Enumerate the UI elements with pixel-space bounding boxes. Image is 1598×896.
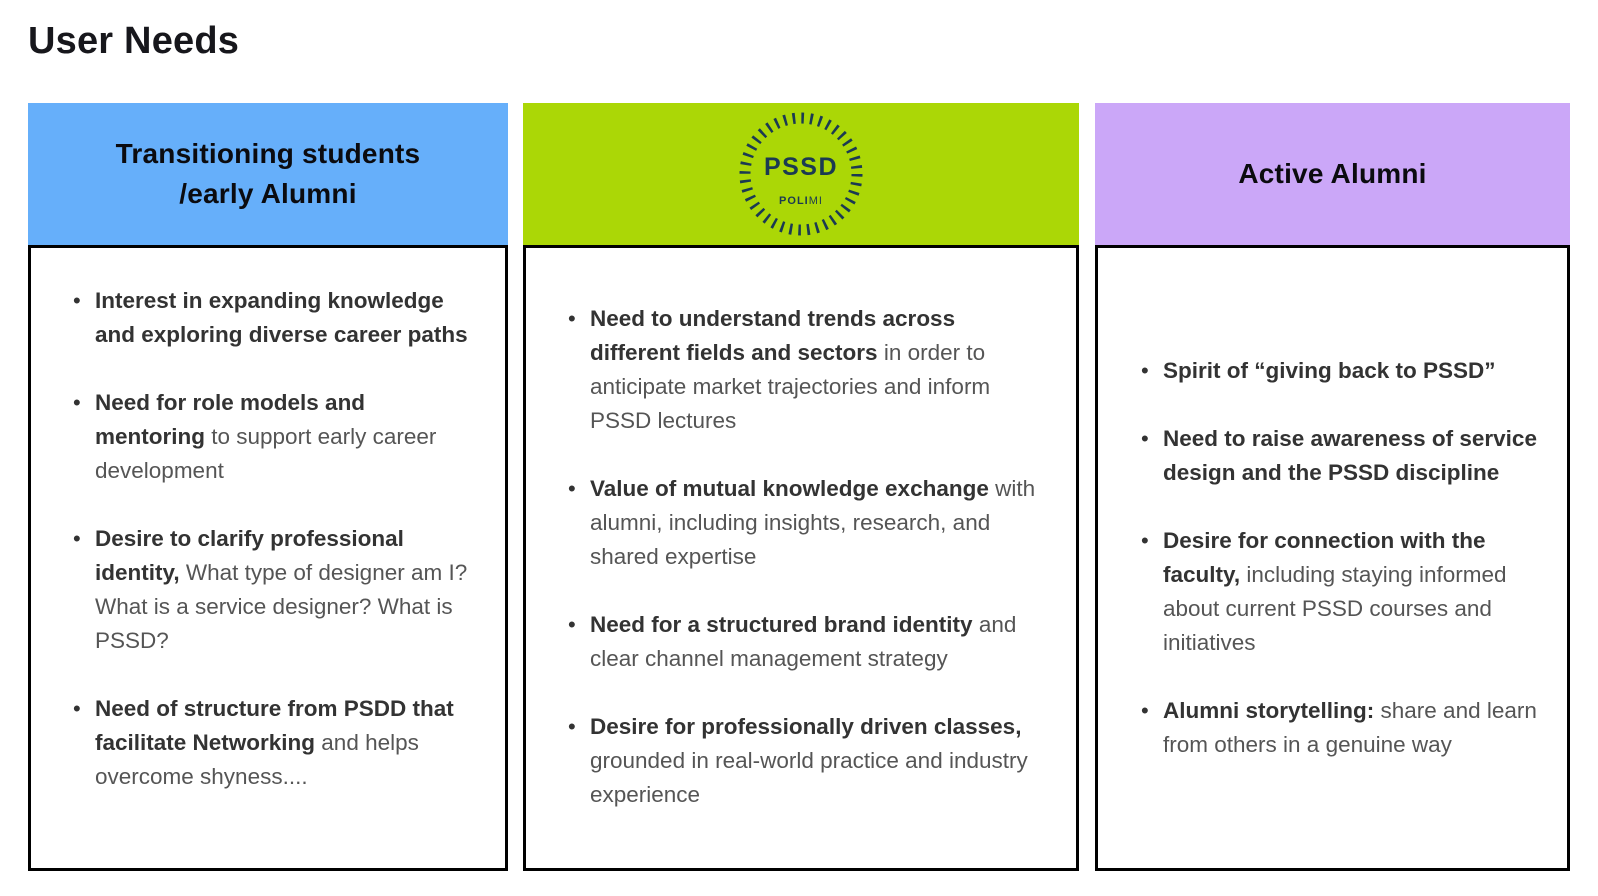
column-body-pssd: • Need to understand trends across differ… (523, 245, 1079, 871)
dashed-ring-icon (739, 112, 863, 236)
bullet-list: • Spirit of “giving back to PSSD” • Need t… (1141, 354, 1541, 762)
bullet-item: • Need for a structured brand identity an… (568, 608, 1050, 676)
bullet-text: Alumni storytelling: share and learn fro… (1163, 694, 1541, 762)
bullet-regular-text: with alumni, including insights, researc… (590, 476, 1036, 569)
bullet-text: Desire to clarify professional identity,… (95, 522, 479, 658)
bullet-list: • Interest in expanding knowledge and exp… (73, 284, 479, 794)
bullet-bold-text: Need of structure from PSDD that facilit… (95, 696, 454, 755)
bullet-bold-text: Need for role models and mentoring (95, 390, 366, 449)
bullet-text: Need to raise awareness of service desig… (1163, 422, 1541, 490)
logo-subtext-bold: POLI (779, 195, 809, 207)
bullet-dot-icon: • (73, 288, 81, 313)
bullet-dot-icon: • (568, 476, 576, 501)
page-title: User Needs (28, 20, 240, 62)
bullet-regular-text: including staying informed about current… (1163, 562, 1507, 655)
bullet-dot-icon: • (568, 306, 576, 331)
bullet-bold-text: Desire for connection with the faculty, (1163, 528, 1486, 587)
column-header-transitioning-students: Transitioning students /early Alumni (28, 103, 508, 245)
bullet-dot-icon: • (73, 696, 81, 721)
bullet-regular-text: What type of designer am I? What is a se… (95, 560, 468, 653)
pssd-polimi-logo: PSSD POLIMI (734, 107, 868, 241)
bullet-bold-text: Alumni storytelling: (1163, 698, 1375, 723)
columns-board: Transitioning students /early Alumni • In… (28, 103, 1570, 871)
column-header-active-alumni: Active Alumni (1095, 103, 1570, 245)
bullet-text: Need to understand trends across differe… (590, 302, 1050, 438)
bullet-regular-text: share and learn from others in a genuine… (1163, 698, 1537, 757)
bullet-text: Need of structure from PSDD that facilit… (95, 692, 479, 794)
column-body-transitioning-students: • Interest in expanding knowledge and exp… (28, 245, 508, 871)
header-line-1: Transitioning students (115, 138, 421, 169)
bullet-text: Need for role models and mentoring to su… (95, 386, 479, 488)
logo-subtext-light: MI (808, 195, 823, 207)
bullet-bold-text: Desire to clarify professional identity, (95, 526, 404, 585)
bullet-text: Desire for professionally driven classes… (590, 710, 1050, 812)
bullet-item: • Desire to clarify professional identity… (73, 522, 479, 658)
column-header-text: Active Alumni (1238, 154, 1426, 194)
bullet-bold-text: Value of mutual knowledge exchange (590, 476, 989, 501)
bullet-item: • Need of structure from PSDD that facili… (73, 692, 479, 794)
bullet-bold-text: Spirit of “giving back to PSSD” (1163, 358, 1496, 383)
bullet-bold-text: Interest in expanding knowledge and expl… (95, 288, 468, 347)
bullet-bold-text: Need for a structured brand identity (590, 612, 973, 637)
bullet-item: • Need to raise awareness of service desi… (1141, 422, 1541, 490)
bullet-regular-text: and clear channel management strategy (590, 612, 1017, 671)
bullet-bold-text: Desire for professionally driven classes… (590, 714, 1022, 739)
logo-wordmark: PSSD (763, 153, 839, 181)
bullet-text: Desire for connection with the faculty, … (1163, 524, 1541, 660)
bullet-item: • Interest in expanding knowledge and exp… (73, 284, 479, 352)
column-transitioning-students: Transitioning students /early Alumni • In… (28, 103, 508, 871)
bullet-list: • Need to understand trends across differ… (568, 302, 1050, 812)
bullet-item: • Need for role models and mentoring to s… (73, 386, 479, 488)
bullet-item: • Desire for connection with the faculty,… (1141, 524, 1541, 660)
bullet-bold-text: Need to understand trends across differe… (590, 306, 956, 365)
column-header-pssd: PSSD POLIMI (523, 103, 1079, 245)
bullet-regular-text: in order to anticipate market trajectori… (590, 340, 991, 433)
bullet-text: Value of mutual knowledge exchange with … (590, 472, 1050, 574)
bullet-dot-icon: • (73, 390, 81, 415)
bullet-item: • Desire for professionally driven classe… (568, 710, 1050, 812)
column-pssd-polimi: PSSD POLIMI • Need to understand trends a… (523, 103, 1079, 871)
bullet-dot-icon: • (1141, 426, 1149, 451)
bullet-regular-text: to support early career development (95, 424, 437, 483)
column-body-active-alumni: • Spirit of “giving back to PSSD” • Need t… (1095, 245, 1570, 871)
bullet-item: • Need to understand trends across differ… (568, 302, 1050, 438)
logo-subtext: POLIMI (734, 195, 868, 207)
bullet-text: Need for a structured brand identity and… (590, 608, 1050, 676)
bullet-dot-icon: • (1141, 528, 1149, 553)
bullet-item: • Value of mutual knowledge exchange with… (568, 472, 1050, 574)
column-active-alumni: Active Alumni • Spirit of “giving back to… (1095, 103, 1570, 871)
bullet-dot-icon: • (1141, 698, 1149, 723)
bullet-text: Interest in expanding knowledge and expl… (95, 284, 479, 352)
bullet-dot-icon: • (568, 714, 576, 739)
header-line-2: /early Alumni (179, 178, 357, 209)
bullet-item: • Alumni storytelling: share and learn fr… (1141, 694, 1541, 762)
bullet-item: • Spirit of “giving back to PSSD” (1141, 354, 1541, 388)
bullet-regular-text: and helps overcome shyness.... (95, 730, 419, 789)
bullet-dot-icon: • (1141, 358, 1149, 383)
bullet-dot-icon: • (568, 612, 576, 637)
bullet-regular-text: grounded in real-world practice and indu… (590, 748, 1028, 807)
bullet-text: Spirit of “giving back to PSSD” (1163, 354, 1496, 388)
header-line-1: Active Alumni (1238, 158, 1427, 189)
bullet-dot-icon: • (73, 526, 81, 551)
bullet-bold-text: Need to raise awareness of service desig… (1163, 426, 1537, 485)
column-header-text: Transitioning students /early Alumni (116, 134, 421, 214)
